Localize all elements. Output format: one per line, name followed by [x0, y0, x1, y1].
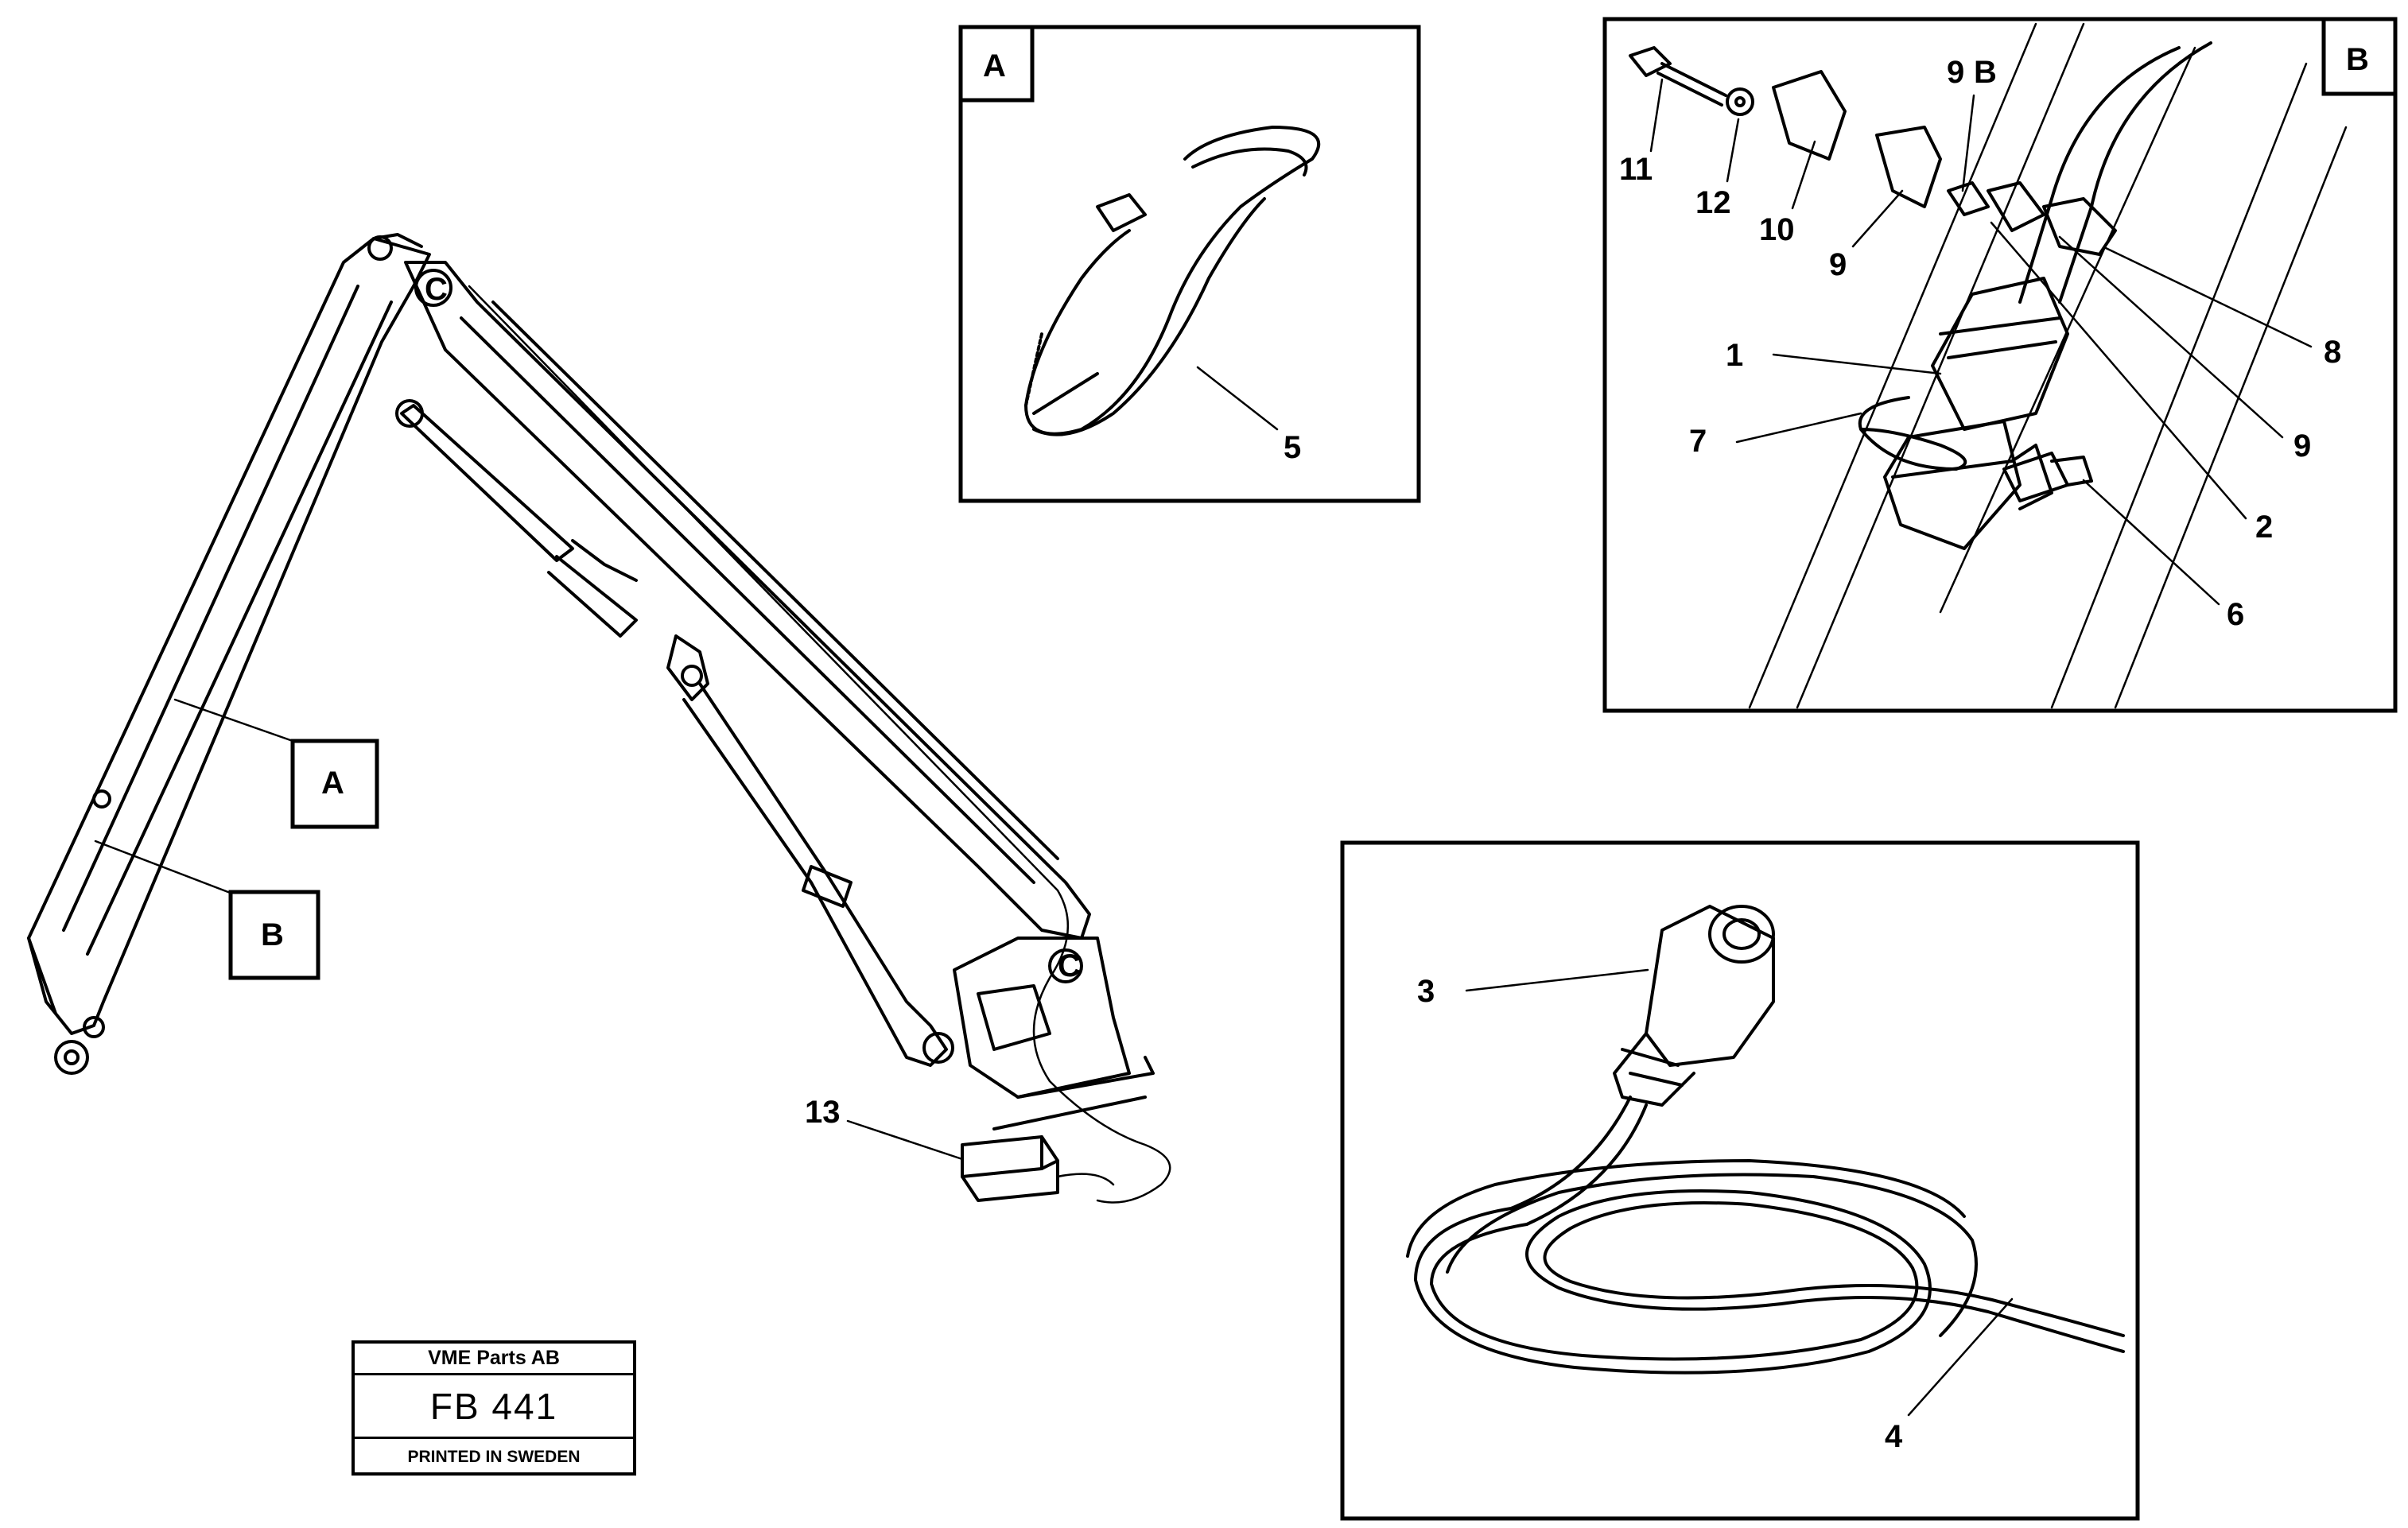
part-number-4: 4 [1885, 1419, 1903, 1454]
socket-box [961, 1135, 1115, 1202]
detail-a-label: A [983, 48, 1006, 83]
svg-text:C: C [1058, 948, 1081, 983]
diagram-code: FB 441 [355, 1375, 633, 1439]
part-number-13: 13 [805, 1095, 841, 1130]
plug-icon [1613, 905, 1775, 1107]
part-number-8: 8 [2324, 335, 2341, 370]
callout-box-b[interactable]: B [92, 789, 320, 980]
cable-detail-panel: 3 4 [1340, 840, 2140, 1521]
part-number-9-top: 9 [1947, 55, 1964, 90]
coiled-cable-icon [1406, 1096, 2125, 1375]
title-block: VME Parts AB FB 441 PRINTED IN SWEDEN [351, 1340, 636, 1476]
part-number-2: 2 [2255, 510, 2273, 545]
part-number-9-right: 9 [2293, 429, 2311, 463]
part-marker-b: B [1974, 55, 1997, 90]
detail-a-panel: A 5 [958, 25, 1421, 503]
callout-label-a: A [321, 766, 344, 801]
part-number-12: 12 [1695, 185, 1731, 220]
boom-assembly: C C [27, 233, 1171, 1204]
detail-b-label: B [2346, 42, 2369, 77]
part-number-1: 1 [1726, 338, 1743, 373]
company-name: VME Parts AB [355, 1344, 633, 1375]
callout-box-a[interactable]: A [173, 698, 379, 829]
detail-b-panel: B [1602, 17, 2398, 713]
svg-text:C: C [425, 272, 448, 307]
printed-note: PRINTED IN SWEDEN [407, 1448, 581, 1466]
part-number-10: 10 [1759, 212, 1795, 247]
leader-13: 13 [805, 1095, 964, 1161]
part-number-9-left: 9 [1829, 247, 1847, 282]
part-number-3: 3 [1417, 974, 1435, 1009]
part-number-6: 6 [2227, 597, 2244, 632]
cable-tie-icon [1024, 126, 1321, 436]
part-number-5: 5 [1284, 430, 1301, 465]
socket-icon [1883, 277, 2069, 550]
part-number-7: 7 [1689, 424, 1707, 459]
callout-label-b: B [261, 917, 284, 952]
part-number-11: 11 [1619, 152, 1653, 187]
